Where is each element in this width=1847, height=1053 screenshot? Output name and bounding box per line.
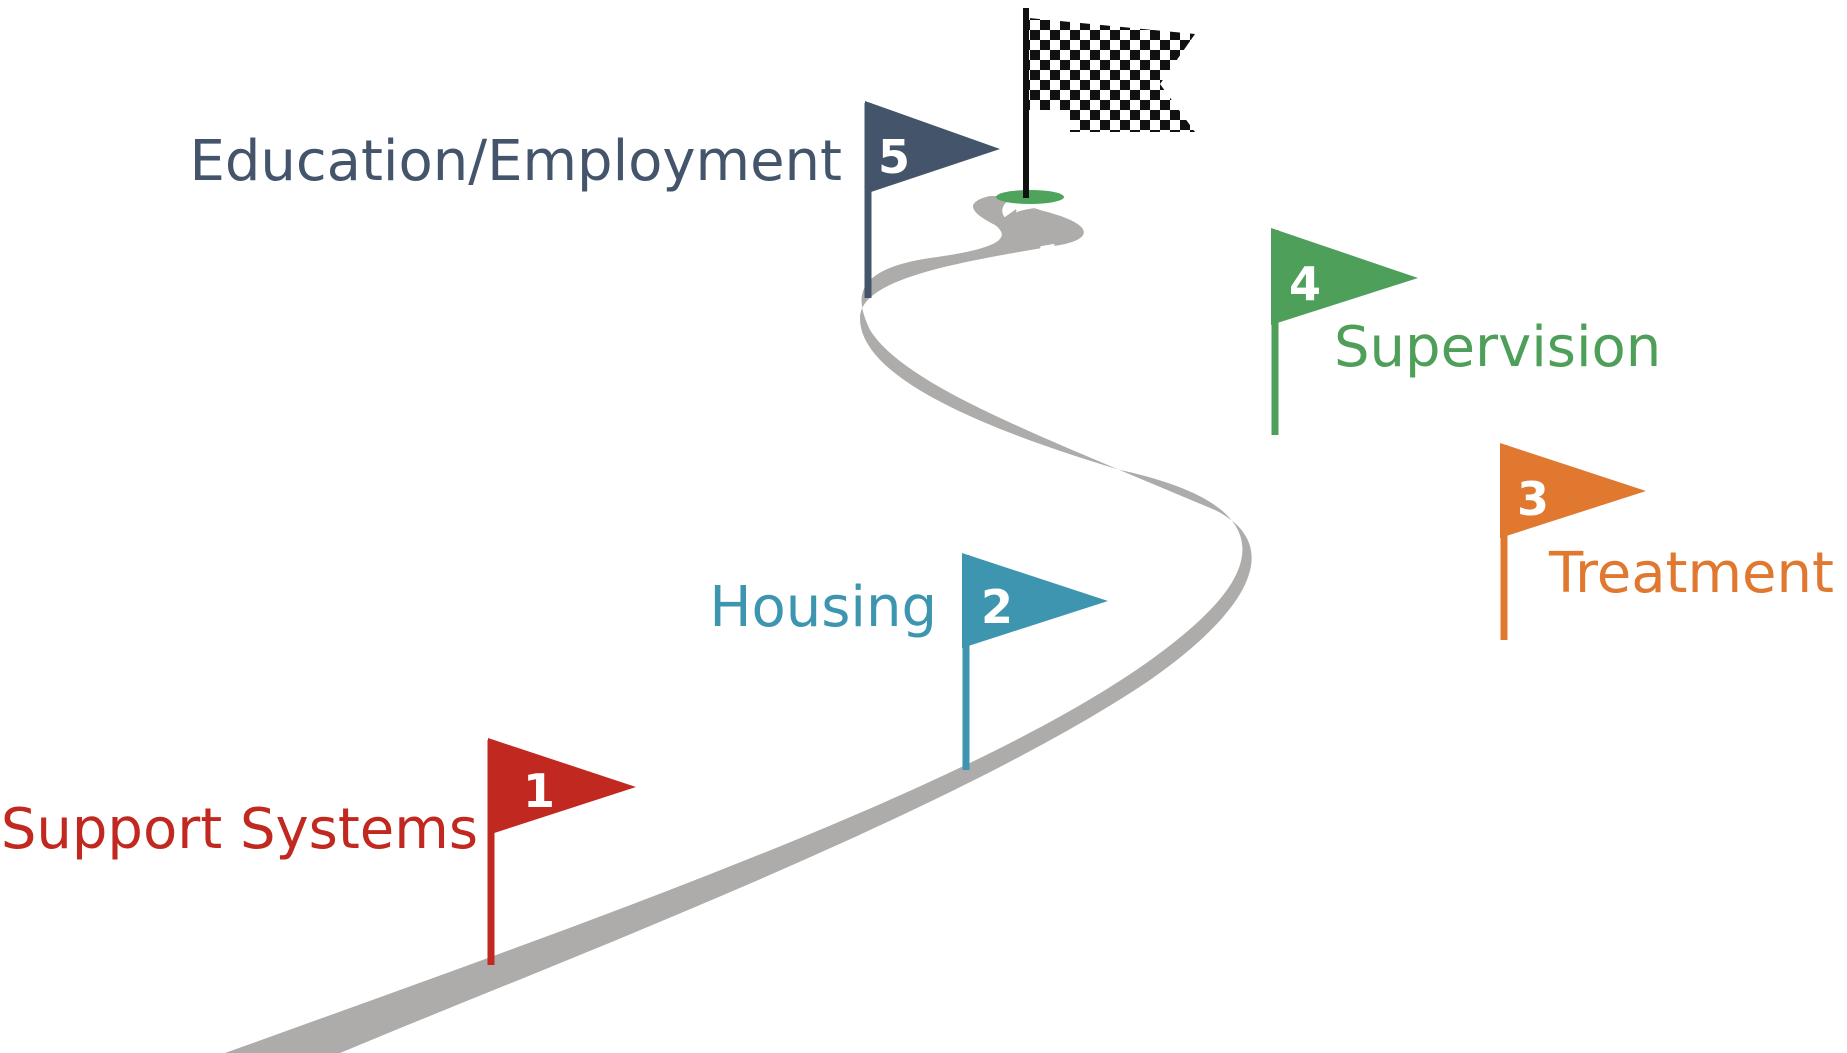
milestone-label-4: Supervision: [1334, 315, 1661, 380]
milestone-label-2: Housing: [709, 575, 937, 640]
road-lane-markings: [796, 194, 1382, 1053]
finish-mound: [996, 190, 1064, 204]
flag-icon-2: [962, 553, 1108, 648]
flag-icon-5: [865, 101, 1000, 194]
flag-number-5: 5: [878, 130, 910, 184]
milestone-label-5: Education/Employment: [189, 129, 842, 194]
flag-number-3: 3: [1517, 472, 1549, 526]
milestone-3: 3 Treatment: [1500, 443, 1834, 640]
milestone-label-1: Support Systems: [1, 797, 478, 862]
flag-icon-4: [1271, 228, 1418, 325]
flag-number-2: 2: [981, 580, 1013, 634]
milestone-4: 4 Supervision: [1271, 228, 1661, 435]
flag-number-1: 1: [523, 764, 555, 818]
flag-number-4: 4: [1289, 257, 1321, 311]
flag-icon-3: [1500, 443, 1646, 538]
milestone-1: 1 Support Systems: [1, 738, 636, 965]
winding-road: [225, 196, 1252, 1053]
checkered-flag-icon: [1023, 8, 1195, 198]
milestone-2: 2 Housing: [709, 553, 1108, 770]
milestone-5: 5 Education/Employment: [189, 101, 1000, 298]
milestone-label-3: Treatment: [1548, 541, 1834, 606]
flag-icon-1: [488, 738, 636, 835]
